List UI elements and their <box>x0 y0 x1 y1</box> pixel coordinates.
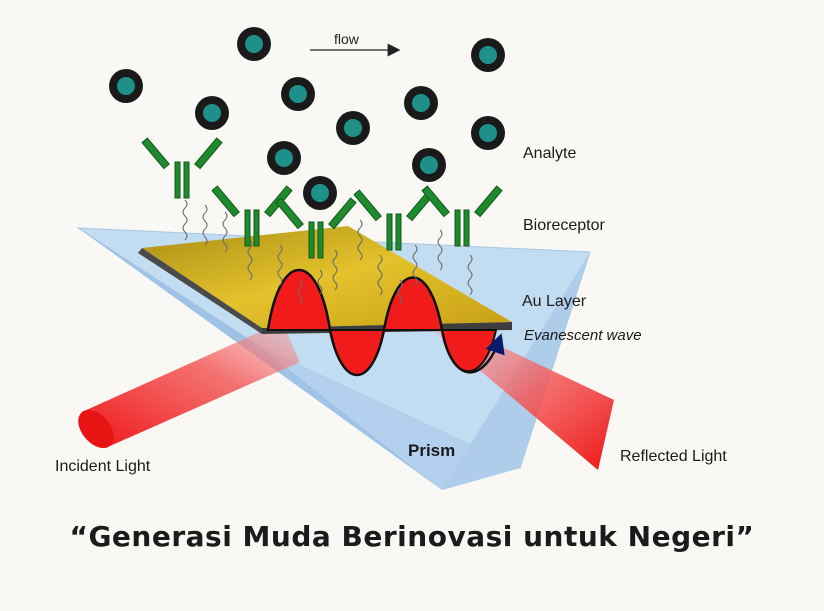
label-bioreceptor: Bioreceptor <box>523 217 605 234</box>
analyte-particle <box>267 141 301 175</box>
analyte-particle <box>471 38 505 72</box>
label-prism: Prism <box>408 441 455 460</box>
analyte-particle <box>303 176 337 210</box>
antibody <box>421 185 503 247</box>
analyte-particle <box>109 69 143 103</box>
analyte-particle <box>412 148 446 182</box>
antibody <box>275 197 357 259</box>
label-analyte: Analyte <box>523 145 576 162</box>
label-incident-light: Incident Light <box>55 458 151 475</box>
analyte-particle <box>281 77 315 111</box>
label-evanescent-wave: Evanescent wave <box>524 327 642 344</box>
analyte-particle <box>195 96 229 130</box>
incident-light-beam <box>78 322 300 449</box>
antibody <box>141 137 223 199</box>
caption-slogan: “Generasi Muda Berinovasi untuk Negeri” <box>69 520 755 553</box>
analyte-particle <box>336 111 370 145</box>
analyte-particle <box>404 86 438 120</box>
flow-indicator: flow <box>310 31 401 57</box>
analytes <box>109 27 505 210</box>
flow-label: flow <box>334 31 360 47</box>
label-reflected-light: Reflected Light <box>620 448 727 465</box>
analyte-particle <box>471 116 505 150</box>
analyte-particle <box>237 27 271 61</box>
evanescent-wave <box>266 269 505 376</box>
linker-molecules <box>182 199 473 305</box>
bioreceptors <box>141 137 503 259</box>
label-au-layer: Au Layer <box>522 293 587 310</box>
